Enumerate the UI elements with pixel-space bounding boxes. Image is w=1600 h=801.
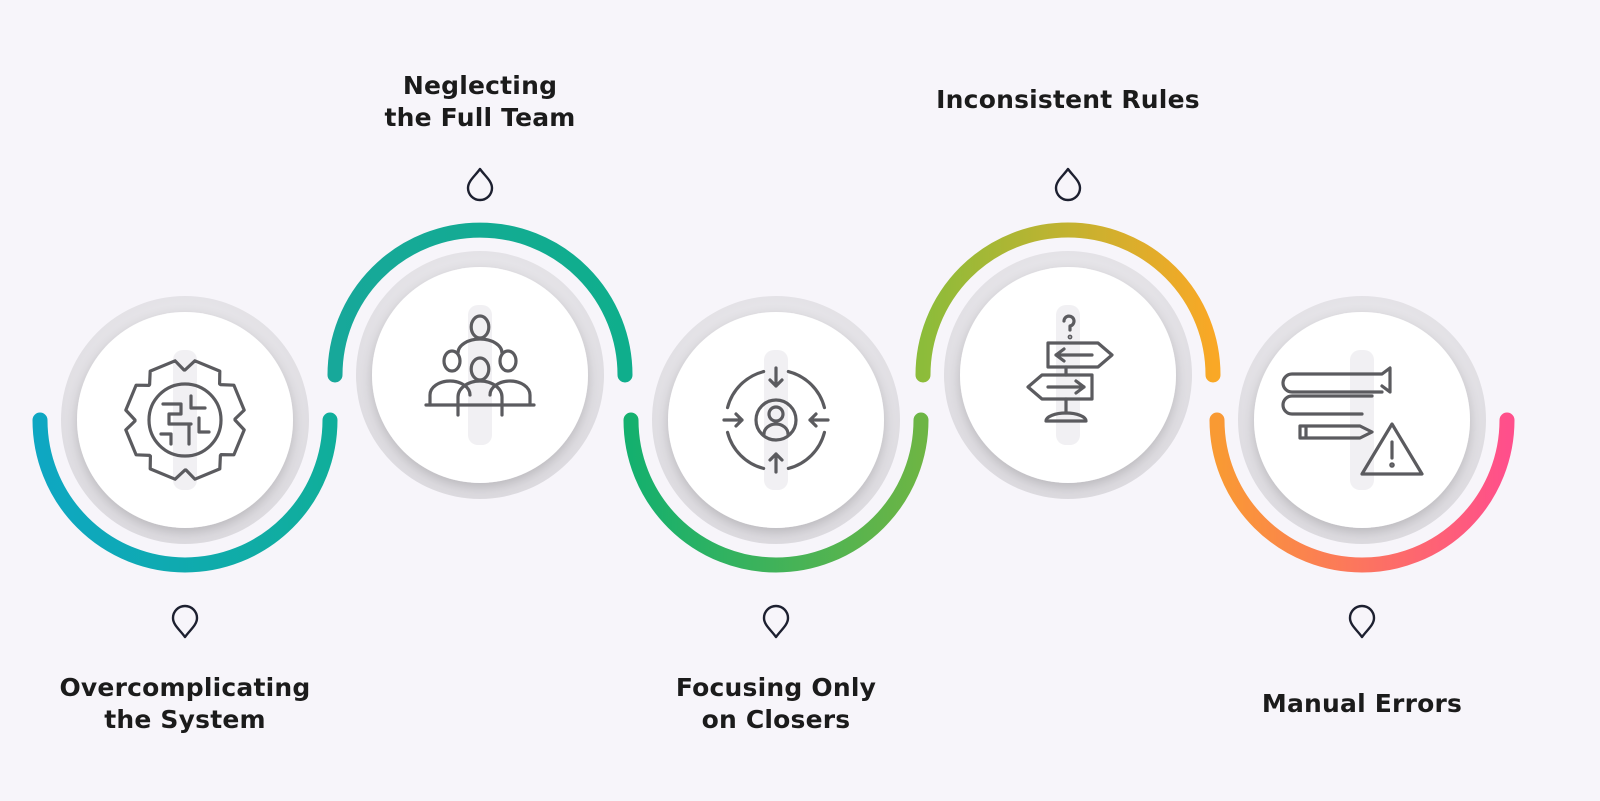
step-label-line: the System: [104, 705, 266, 734]
step-node: [1238, 296, 1486, 544]
location-pin-icon: [762, 604, 790, 639]
step-label-overcomplicating: Overcomplicating the System: [25, 672, 345, 736]
step-arc: [327, 222, 633, 383]
team-group-icon: [424, 314, 536, 417]
step-node: [944, 251, 1192, 499]
step-label-line: Neglecting: [402, 71, 558, 100]
location-pin-icon: [171, 604, 199, 639]
step-arc: [915, 222, 1221, 383]
step-label-line: the Full Team: [384, 103, 576, 132]
location-pin-icon: [1348, 604, 1376, 639]
step-label-line: Overcomplicating: [59, 673, 311, 702]
gear-maze-icon: [124, 359, 246, 481]
step-label-inconsistent: Inconsistent Rules: [908, 84, 1228, 116]
step-label-line: on Closers: [701, 705, 851, 734]
person-target-icon: [722, 366, 830, 474]
drop-pin-icon: [1054, 167, 1082, 202]
step-node: [652, 296, 900, 544]
books-warning-icon: [1281, 366, 1424, 476]
confused-signpost-icon: [1026, 314, 1114, 423]
step-label-focusing: Focusing Only on Closers: [616, 672, 936, 736]
step-label-line: Manual Errors: [1261, 689, 1463, 718]
step-node: [61, 296, 309, 544]
step-arc: [1209, 412, 1515, 573]
drop-pin-icon: [466, 167, 494, 202]
step-arc: [623, 412, 929, 573]
step-label-manual-errors: Manual Errors: [1202, 688, 1522, 720]
step-label-neglecting: Neglecting the Full Team: [320, 70, 640, 134]
node-watermark: [1350, 350, 1374, 490]
step-node: [356, 251, 604, 499]
step-label-line: Focusing Only: [675, 673, 877, 702]
step-label-line: Inconsistent Rules: [936, 85, 1200, 114]
step-arc: [32, 412, 338, 573]
